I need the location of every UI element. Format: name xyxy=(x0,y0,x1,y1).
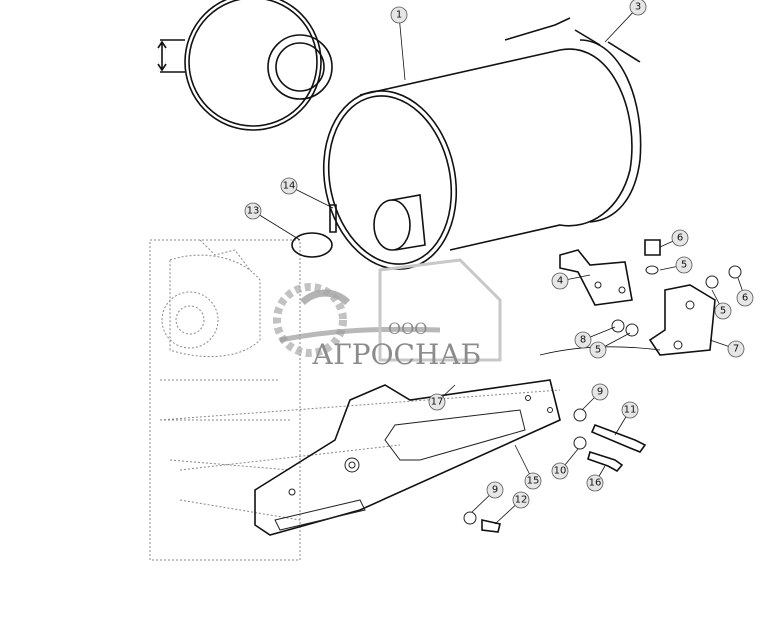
callout-number: 6 xyxy=(677,233,683,244)
watermark-name: АГРОСНАБ xyxy=(312,338,481,371)
callout-number: 9 xyxy=(597,387,603,398)
callout-13: 13 xyxy=(244,202,301,241)
main-bracket xyxy=(254,379,561,536)
callout-11: 11 xyxy=(614,401,639,436)
callout-circle xyxy=(671,229,689,247)
callout-circle xyxy=(629,0,647,16)
bracket-parts xyxy=(539,239,742,356)
callout-number: 1 xyxy=(396,10,402,21)
callout-circle xyxy=(714,302,732,320)
callout-14: 14 xyxy=(280,177,334,209)
agrosnab-watermark-logo: ООО АГРОСНАБ xyxy=(273,258,502,371)
callout-circle xyxy=(524,472,542,490)
callout-5: 5 xyxy=(659,256,693,274)
callout-circle xyxy=(551,272,569,290)
callout-number: 14 xyxy=(283,181,296,192)
callout-number: 10 xyxy=(554,466,567,477)
callout-number: 9 xyxy=(492,485,498,496)
callout-12: 12 xyxy=(494,491,530,525)
callout-9: 9 xyxy=(471,481,504,513)
leader-line xyxy=(398,14,406,81)
callout-circle xyxy=(727,340,745,358)
callout-10: 10 xyxy=(551,448,579,480)
callout-number: 5 xyxy=(720,306,726,317)
callout-number: 7 xyxy=(733,344,739,355)
callout-1: 1 xyxy=(390,6,408,81)
callout-4: 4 xyxy=(551,272,591,290)
muffler-end-view xyxy=(157,0,333,131)
callout-circle xyxy=(675,256,693,274)
callout-number: 16 xyxy=(589,478,602,489)
callout-3: 3 xyxy=(604,0,647,43)
callout-17: 17 xyxy=(428,384,456,411)
callout-number: 8 xyxy=(580,335,586,346)
callout-number: 3 xyxy=(635,2,641,13)
callout-number: 15 xyxy=(527,476,540,487)
callout-circle xyxy=(591,383,609,401)
callout-5: 5 xyxy=(589,332,631,359)
callout-number: 11 xyxy=(624,405,637,416)
callout-circle xyxy=(586,474,604,492)
callout-number: 6 xyxy=(742,293,748,304)
callout-16: 16 xyxy=(586,465,606,492)
callout-9: 9 xyxy=(581,383,609,411)
callout-circle xyxy=(280,177,298,195)
callout-number: 12 xyxy=(515,495,528,506)
callout-circle xyxy=(589,341,607,359)
callout-circle xyxy=(621,401,639,419)
callout-number: 13 xyxy=(247,206,260,217)
callout-7: 7 xyxy=(709,339,745,358)
callout-number: 5 xyxy=(595,345,601,356)
callout-circle xyxy=(390,6,408,24)
callout-circle xyxy=(486,481,504,499)
muffler-body xyxy=(291,17,642,270)
leader-line xyxy=(252,210,301,241)
callout-number: 17 xyxy=(431,397,444,408)
engine-block-outline xyxy=(149,239,561,561)
fasteners xyxy=(463,408,647,533)
callout-circle xyxy=(244,202,262,220)
callout-circle xyxy=(736,289,754,307)
callout-5: 5 xyxy=(711,289,732,320)
callout-circle xyxy=(428,393,446,411)
callout-15: 15 xyxy=(514,444,542,490)
callout-circle xyxy=(512,491,530,509)
callout-6: 6 xyxy=(659,229,689,248)
callout-circle xyxy=(551,462,569,480)
callout-6: 6 xyxy=(736,277,754,307)
callout-number: 5 xyxy=(681,260,687,271)
watermark-prefix: ООО xyxy=(388,319,427,338)
callout-8: 8 xyxy=(574,326,616,349)
callout-number: 4 xyxy=(557,276,563,287)
callout-circle xyxy=(574,331,592,349)
